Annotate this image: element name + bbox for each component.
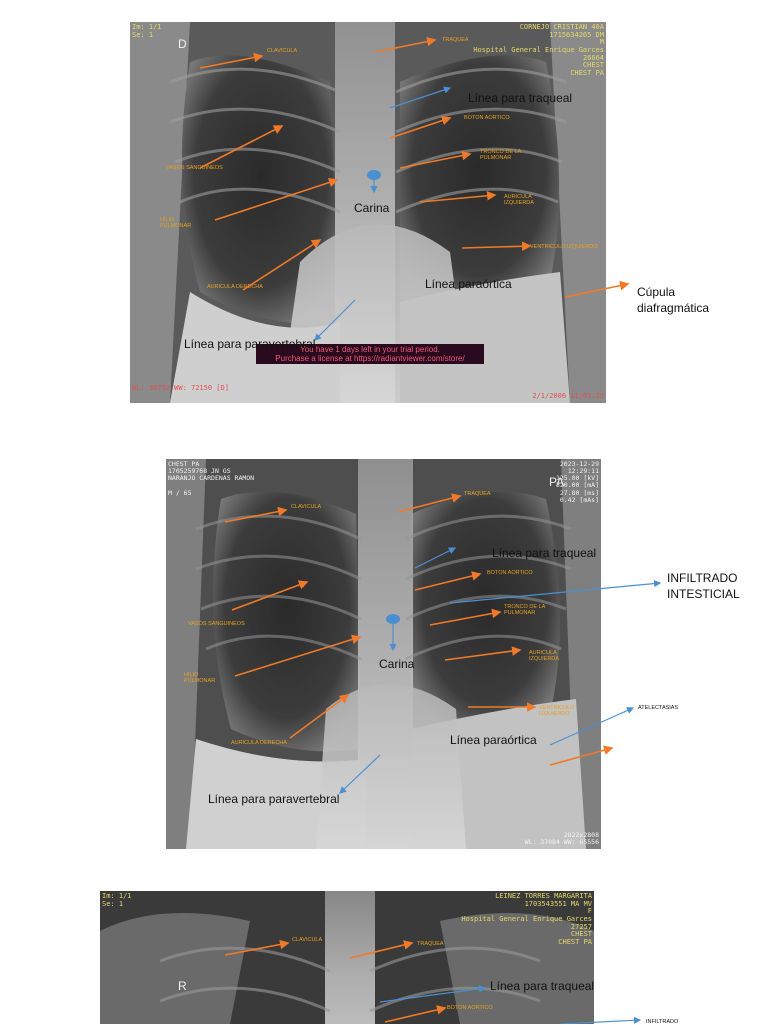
acquisition-info-top-right: 2023-12-29 12:29:11 125.00 [kV] 320.00 […	[555, 460, 599, 504]
patient-info-top-right: CORNEJO CRISTIAN 40A 1715634265 DM M Hos…	[473, 23, 604, 78]
label-vasos-sanguineos: VASOS SANGUINEOS	[188, 621, 245, 627]
label-hilio-pulmonar: HILIO PULMONAR	[184, 672, 216, 685]
annotation-cupula-1: Cúpula diafragmática	[637, 285, 710, 315]
side-marker: R	[178, 979, 187, 993]
annotation-carina-2: Carina	[379, 657, 415, 671]
label-auricula-derecha: AURICULA DERECHA	[231, 740, 287, 746]
study-date: 2/1/2006 11:01:25	[532, 392, 604, 400]
label-auricula-derecha: AURICULA DERECHA	[207, 284, 263, 290]
annotation-infiltrado-3: INFILTRADO	[646, 1019, 679, 1025]
side-marker: D	[178, 37, 187, 51]
label-boton-aortico: BOTON AORTICO	[487, 570, 533, 576]
label-traquea: TRAQUEA	[464, 491, 491, 497]
label-auricula-izquierda: AURICULA IZQUIERDA	[504, 194, 534, 207]
xray-image-3: Im: 1/1 Se: 1 LEINEZ TORRES MARGARITA 17…	[100, 891, 594, 1024]
label-auricula-izquierda: AURICULA IZQUIERDA	[529, 650, 559, 663]
view-marker: PA	[549, 475, 565, 489]
annotation-paratraqueal-3: Línea para traqueal	[490, 979, 595, 993]
patient-info-top-right: LEINEZ TORRES MARGARITA 1703543551 MA MV…	[461, 892, 592, 947]
patient-info-top-left: CHEST PA 1705259768 JN GS NARANJO CARDEN…	[168, 460, 255, 497]
annotation-carina-1: Carina	[354, 201, 390, 215]
annotation-paraortica-1: Línea paraórtica	[425, 277, 512, 291]
annotation-paratraqueal-2: Línea para traqueal	[492, 546, 597, 560]
annotation-atelectasias-2: ATELECTASIAS	[638, 705, 679, 711]
patient-info-top-left: Im: 1/1 Se: 1	[132, 23, 162, 39]
matrix-window-info: 2822x2808 WL: 37084 WW: 65556	[524, 830, 599, 846]
window-level: WL: 36752 WW: 72150 [D]	[132, 384, 229, 392]
annotation-paratraqueal-1: Línea para traqueal	[468, 91, 573, 105]
label-traquea: TRAQUEA	[417, 941, 444, 947]
label-boton-aortico: BOTON AORTICO	[447, 1005, 493, 1011]
label-clavicula: CLAVICULA	[292, 937, 323, 943]
xray-image-2: CHEST PA 1705259768 JN GS NARANJO CARDEN…	[166, 459, 601, 849]
label-clavicula: CLAVICULA	[291, 504, 322, 510]
label-tronco-pulmonar: TRONCO DE LA PULMONAR	[504, 604, 546, 617]
annotation-infiltrado-2: INFILTRADO INTESTICIAL	[667, 571, 740, 601]
annotation-paraortica-2: Línea paraórtica	[450, 733, 537, 747]
label-ventriculo-izquierdo: VENTRICULO IZQUIERDO	[539, 705, 575, 718]
label-vasos-sanguineos: VASOS SANGUINEOS	[166, 165, 223, 171]
label-hilio-pulmonar: HILIO PULMONAR	[160, 217, 192, 230]
label-boton-aortico: BOTON AORTICO	[464, 115, 510, 121]
label-clavicula: CLAVICULA	[267, 48, 298, 54]
label-tronco-pulmonar: TRONCO DE LA PULMONAR	[480, 149, 522, 162]
annotation-paravertebral-2: Línea para paravertebral	[208, 792, 340, 806]
label-ventriculo-izquierdo: VENTRICULO IZQUIERDO	[530, 244, 598, 250]
annotation-paravertebral-1: Línea para paravertebral	[184, 337, 316, 351]
trial-banner: You have 1 days left in your trial perio…	[256, 344, 484, 365]
label-traquea: TRAQUEA	[442, 37, 469, 43]
patient-info-top-left: Im: 1/1 Se: 1	[102, 892, 132, 908]
